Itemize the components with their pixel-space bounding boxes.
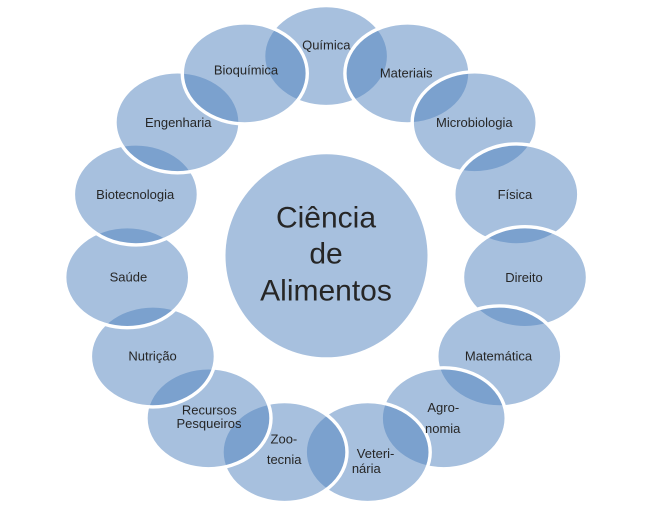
svg-text:Recursos: Recursos xyxy=(182,403,237,418)
svg-text:Direito: Direito xyxy=(505,270,543,285)
svg-text:Bioquímica: Bioquímica xyxy=(214,63,279,78)
svg-text:Alimentos: Alimentos xyxy=(260,275,392,308)
svg-text:Química: Química xyxy=(302,38,351,53)
svg-text:Ciência: Ciência xyxy=(276,202,376,235)
svg-text:Saúde: Saúde xyxy=(110,269,148,284)
svg-text:nária: nária xyxy=(352,461,382,476)
svg-text:Física: Física xyxy=(498,187,533,202)
svg-text:Microbiologia: Microbiologia xyxy=(436,115,513,130)
svg-text:Pesqueiros: Pesqueiros xyxy=(176,416,242,431)
svg-text:Zoo-: Zoo- xyxy=(271,431,298,446)
svg-text:Matemática: Matemática xyxy=(465,349,533,364)
svg-text:Veteri-: Veteri- xyxy=(357,446,395,461)
svg-text:nomia: nomia xyxy=(425,421,461,436)
svg-text:tecnia: tecnia xyxy=(267,452,302,467)
svg-text:Nutrição: Nutrição xyxy=(128,349,176,364)
svg-text:Materiais: Materiais xyxy=(380,65,433,80)
svg-text:Engenharia: Engenharia xyxy=(145,115,212,130)
svg-text:de: de xyxy=(309,238,342,271)
svg-text:Agro-: Agro- xyxy=(427,400,459,415)
svg-text:Biotecnologia: Biotecnologia xyxy=(96,187,175,202)
